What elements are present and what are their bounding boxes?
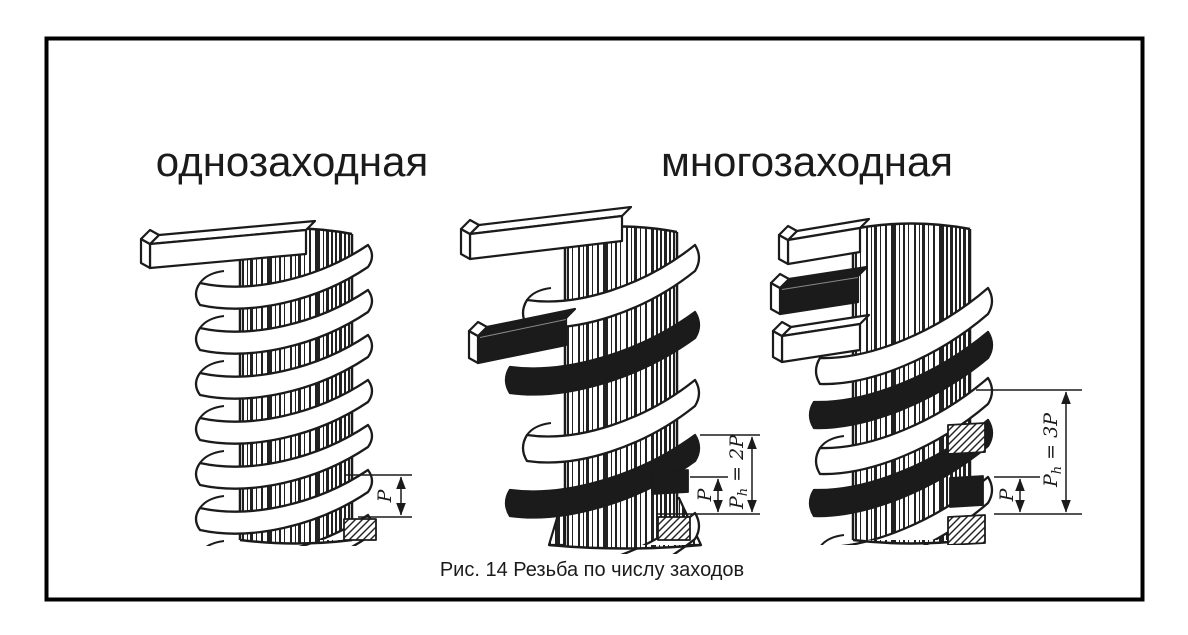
ribbon-fold-edge [199, 270, 225, 284]
ribbon-fold-edge [199, 315, 225, 329]
figure-caption: Рис. 14 Резьба по числу заходов [440, 559, 744, 581]
thread-ribbon-light [620, 511, 701, 554]
figure-triple-start-thread: P Ph = 3P [769, 211, 1082, 545]
profile-bar-end-bevel [139, 228, 161, 246]
profile-bar-end-bevel [467, 320, 489, 338]
section-hatch-block [657, 516, 691, 541]
profile-bar-seam [479, 319, 567, 338]
section-hatch-block [947, 422, 986, 455]
section-hatch-block [947, 514, 986, 545]
thread-ribbon-dark [504, 310, 701, 396]
section-dark-block [651, 469, 689, 495]
ribbon-fold-edge [526, 287, 552, 301]
thread-ribbon-light [194, 333, 374, 400]
thread-ribbon-light [194, 288, 374, 355]
ribbon-fold-edge [820, 534, 845, 545]
double-start-pitch-dimensions [656, 434, 760, 515]
ribbon-fold-edge [199, 405, 225, 419]
section-dark-block [949, 475, 984, 508]
profile-bar-end-bevel [459, 218, 481, 236]
thread-ribbon-light [839, 475, 994, 545]
thread-ribbon-light [814, 286, 994, 386]
lead-label-double-base: P [726, 495, 748, 510]
lead-label-double: Ph = 2P [726, 434, 751, 510]
single-start-coil-drawing [139, 216, 377, 546]
lead-label-triple-base: P [1040, 473, 1062, 488]
ribbon-fold-edge [199, 495, 225, 509]
lead-label-triple-sub: h [1050, 466, 1065, 474]
ribbon-fold-edge [199, 360, 225, 374]
thread-ribbon-light [194, 243, 374, 310]
ribbon-fold-edge [819, 435, 845, 449]
profile-bar-end-bevel [769, 272, 791, 290]
thread-ribbon-light [194, 378, 374, 445]
lead-label-triple: Ph = 3P [1040, 412, 1065, 488]
section-hatch-block [343, 518, 377, 541]
profile-bar-end-bevel [771, 320, 793, 338]
thread-ribbon-light [194, 468, 374, 535]
thread-ribbon-dark [504, 433, 701, 519]
thread-ribbon-light [521, 378, 701, 464]
double-start-coil-drawing [459, 206, 703, 554]
lead-label-triple-rest: = 3P [1040, 412, 1062, 466]
thread-ribbon-dark [808, 418, 994, 518]
triple-start-coil-drawing [769, 211, 994, 545]
figure-single-start-thread: P [139, 216, 412, 546]
lead-label-double-rest: = 2P [726, 434, 748, 488]
lead-label-double-sub: h [736, 488, 751, 496]
cylinder-top-edge [852, 222, 971, 231]
pitch-label-single: P [374, 488, 396, 503]
pitch-label-triple: P [996, 487, 1018, 502]
profile-bar-end-bevel [777, 224, 799, 242]
profile-bar-seam [781, 277, 859, 290]
title-single-start: однозаходная [156, 138, 428, 185]
title-multi-start: многозаходная [661, 138, 953, 185]
single-start-pitch-dimension [345, 474, 412, 518]
ribbon-fold-edge [199, 450, 225, 464]
figure-double-start-thread: P Ph = 2P [459, 206, 760, 554]
figure-border [44, 36, 1145, 602]
cylinder-bottom-edge [239, 538, 353, 545]
thread-ribbon-dark [808, 330, 994, 430]
thread-ribbon-light [194, 423, 374, 490]
cylinder-bottom-edge [548, 543, 702, 550]
ribbon-fold-edge [205, 540, 225, 546]
thread-ribbon-light [814, 376, 994, 476]
triple-start-pitch-dimensions [976, 389, 1082, 515]
pitch-label-double: P [694, 487, 716, 502]
ribbon-fold-edge [526, 422, 552, 436]
